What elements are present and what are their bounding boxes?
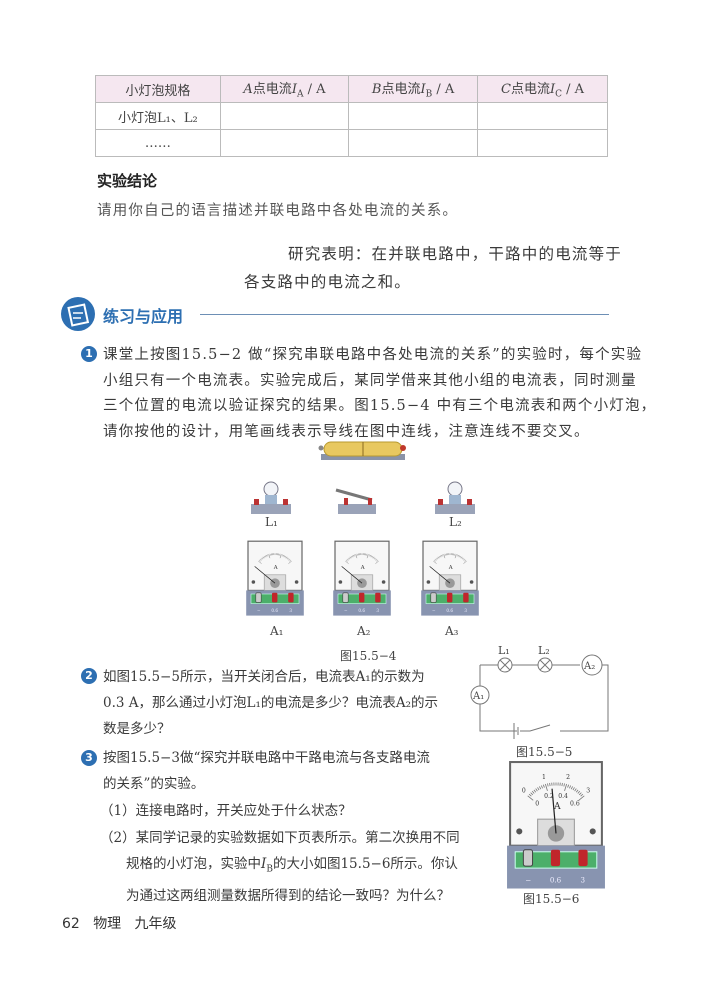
figure-caption-15-5-5: 图15.5−5 <box>516 745 573 759</box>
svg-text:−: − <box>432 608 436 613</box>
label-a3: A₃ <box>445 624 459 638</box>
text-line: 数是多少？ <box>103 721 171 737</box>
question-3: 按图15.5−3做“探究并联电路中干路电流与各支路电流 的关系”的实验。 <box>103 745 430 797</box>
circuit-diagram: L₁ L₂ A₂ A₁ <box>470 645 609 739</box>
label-a1: A₁ <box>270 624 284 638</box>
cell: …… <box>95 129 221 157</box>
table-row: …… <box>95 129 608 157</box>
svg-text:3: 3 <box>586 788 590 795</box>
text-line: （2）某同学记录的实验数据如下页表所示。第二次换用不同 <box>100 830 460 846</box>
question-number-1: 1 <box>81 346 97 362</box>
label-l1: L₁ <box>265 515 278 529</box>
section-divider <box>200 314 609 315</box>
svg-text:−: − <box>525 875 531 884</box>
figure-caption-15-5-4: 图15.5−4 <box>340 649 397 663</box>
svg-text:A: A <box>360 565 365 571</box>
circuit-label-l2: L₂ <box>538 645 550 657</box>
cell: 小灯泡L₁、L₂ <box>95 102 221 130</box>
text-line: 的关系”的实验。 <box>103 776 205 792</box>
question-number-3: 3 <box>81 750 97 766</box>
circuit-label-a1: A₁ <box>472 691 484 702</box>
svg-text:A: A <box>448 565 453 571</box>
svg-text:0: 0 <box>535 801 539 808</box>
ammeter-a1-icon: A − 0.6 3 <box>245 540 305 622</box>
ammeter-a2-icon: A − 0.6 3 <box>332 540 392 622</box>
cell <box>219 129 350 157</box>
data-table: 小灯泡规格 A点电流IA / A B点电流IB / A C点电流IC / A 小… <box>95 75 608 157</box>
svg-text:3: 3 <box>464 608 467 613</box>
footer-subject: 物理 <box>93 916 122 932</box>
circuit-label-a2: A₂ <box>583 661 595 672</box>
svg-text:−: − <box>344 608 348 613</box>
svg-text:0: 0 <box>522 788 526 795</box>
lamp-l1-icon <box>251 481 291 514</box>
svg-text:3: 3 <box>580 875 585 884</box>
text-line: 三个位置的电流以验证探究的结果。图15.5−4 中有三个电流表和两个小灯泡， <box>103 398 657 414</box>
battery-icon <box>318 441 406 460</box>
svg-text:2: 2 <box>566 774 570 781</box>
ammeter-reading-icon: 0 0 1 0.2 2 0.4 3 0.6 A − 0.6 3 <box>505 760 607 897</box>
question-2: 如图15.5−5所示，当开关闭合后，电流表A₁的示数为 0.3 A，那么通过小灯… <box>103 664 438 742</box>
text-line: 小组只有一个电流表。实验完成后，某同学借来其他小组的电流表，同时测量 <box>103 372 637 389</box>
question-3-part-1: （1）连接电路时，开关应处于什么状态？ <box>100 803 352 819</box>
text-line: 0.3 A，那么通过小灯泡L₁的电流是多少？电流表A₂的示 <box>103 695 439 711</box>
header-cell: 小灯泡规格 <box>95 75 221 103</box>
table-row: 小灯泡L₁、L₂ <box>95 102 608 130</box>
svg-text:0.6: 0.6 <box>570 801 580 808</box>
cell <box>477 102 608 130</box>
svg-text:A: A <box>273 565 278 571</box>
svg-text:1: 1 <box>542 774 546 781</box>
text-line: 如图15.5−5所示，当开关闭合后，电流表A₁的示数为 <box>103 669 425 685</box>
switch-icon <box>335 488 376 514</box>
footer-grade: 九年级 <box>134 916 177 932</box>
cell <box>348 129 479 157</box>
label-l2: L₂ <box>449 515 462 529</box>
page-number: 62 <box>62 916 80 932</box>
svg-text:−: − <box>257 608 261 613</box>
question-number-2: 2 <box>81 668 97 684</box>
svg-text:3: 3 <box>289 608 292 613</box>
text-line: 按图15.5−3做“探究并联电路中干路电流与各支路电流 <box>103 750 430 766</box>
svg-text:0.6: 0.6 <box>550 875 562 884</box>
cell <box>477 129 608 157</box>
exercise-clipboard-icon <box>61 297 95 331</box>
svg-text:0.6: 0.6 <box>358 608 365 613</box>
label-a2: A₂ <box>357 624 371 638</box>
text-line: 请你按他的设计，用笔画线表示导线在图中连线，注意连线不要交叉。 <box>103 423 590 440</box>
conclusion-heading: 实验结论 <box>97 172 158 190</box>
svg-text:0.4: 0.4 <box>558 793 568 800</box>
header-cell: A点电流IA / A <box>219 75 350 103</box>
svg-text:3: 3 <box>376 608 379 613</box>
svg-text:0.6: 0.6 <box>446 608 453 613</box>
text-line: 为通过这两组测量数据所得到的结论一致吗？为什么？ <box>126 887 450 904</box>
svg-text:0.2: 0.2 <box>544 793 554 800</box>
figure-caption-15-5-6: 图15.5−6 <box>523 892 580 906</box>
research-line2: 各支路中的电流之和。 <box>244 273 412 291</box>
conclusion-text: 请用你自己的语言描述并联电路中各处电流的关系。 <box>97 203 459 219</box>
text-line: 课堂上按图15.5−2 做“探究串联电路中各处电流的关系”的实验时，每个实验 <box>103 347 643 363</box>
question-1: 课堂上按图15.5−2 做“探究串联电路中各处电流的关系”的实验时，每个实验 小… <box>103 343 656 445</box>
svg-text:0.6: 0.6 <box>271 608 278 613</box>
header-cell: C点电流IC / A <box>477 75 608 103</box>
research-line1: 研究表明：在并联电路中，干路中的电流等于 <box>288 245 623 263</box>
question-3-part-2: （2）某同学记录的实验数据如下页表所示。第二次换用不同 规格的小灯泡，实验中IB… <box>100 825 460 909</box>
section-title: 练习与应用 <box>103 307 184 326</box>
footer: 62 物理 九年级 <box>62 913 177 933</box>
lamp-l2-icon <box>435 481 475 514</box>
cell <box>219 102 350 130</box>
text-line: 规格的小灯泡，实验中IB的大小如图15.5−6所示。你认 <box>126 856 458 875</box>
cell <box>348 102 479 130</box>
header-cell: B点电流IB / A <box>348 75 479 103</box>
ammeter-a3-icon: A − 0.6 3 <box>420 540 480 622</box>
svg-text:A: A <box>553 801 561 812</box>
circuit-label-l1: L₁ <box>498 645 510 657</box>
